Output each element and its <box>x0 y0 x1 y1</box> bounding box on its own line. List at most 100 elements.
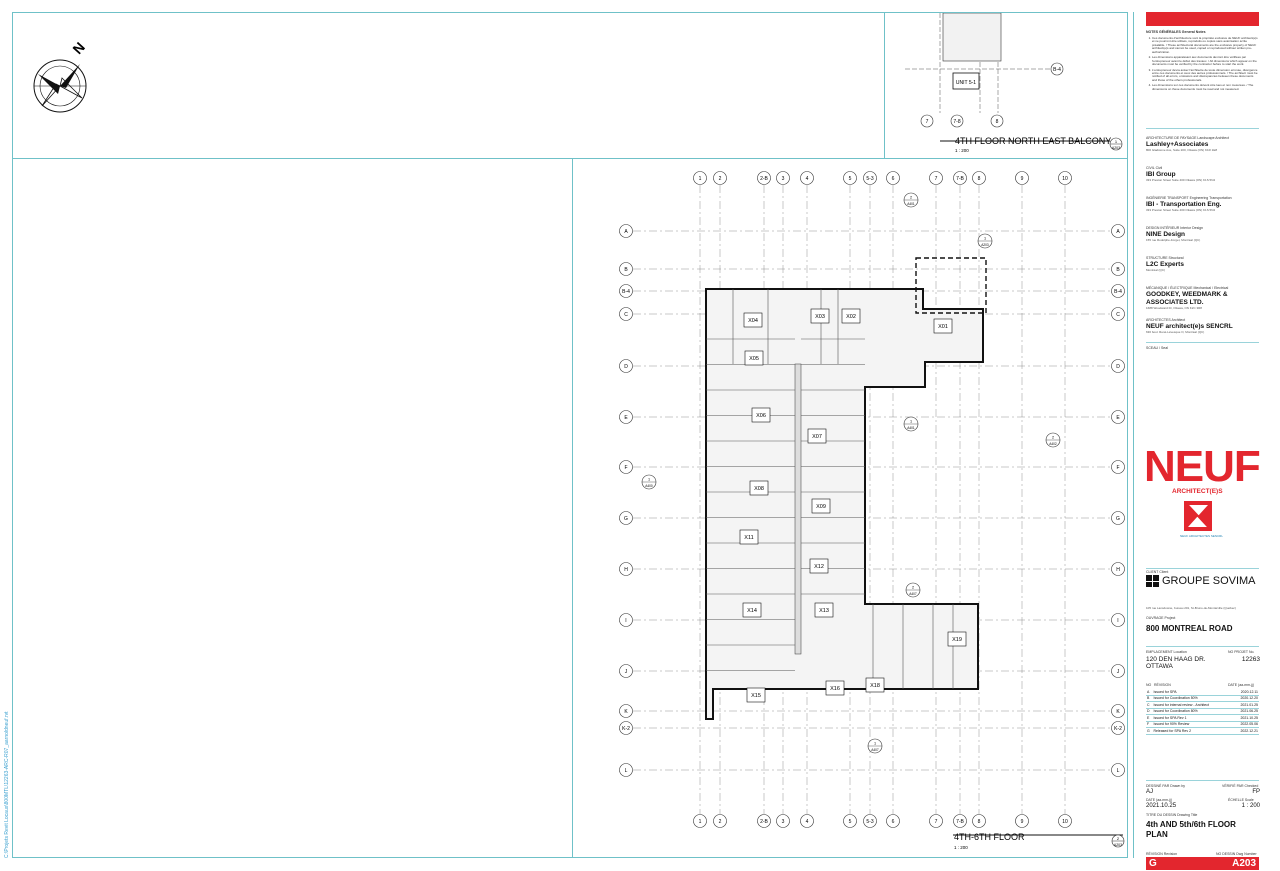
grid-bubble: 5 <box>843 814 857 828</box>
svg-text:10: 10 <box>1062 176 1068 182</box>
grid-bubble: G <box>619 511 633 525</box>
svg-text:G: G <box>624 516 628 522</box>
svg-text:7-B: 7-B <box>956 176 964 182</box>
svg-text:3: 3 <box>782 176 785 182</box>
svg-text:X03: X03 <box>815 314 825 320</box>
svg-text:6: 6 <box>892 819 895 825</box>
svg-text:7-B: 7-B <box>956 819 964 825</box>
project-name: 800 MONTREAL ROAD <box>1146 624 1233 633</box>
consultant-name: IBI - Transportation Eng. <box>1146 201 1222 208</box>
revision-letter: G <box>1149 858 1157 869</box>
svg-text:1: 1 <box>1115 139 1118 144</box>
grid-bubble: 7 <box>920 114 934 128</box>
grid-bubble: A <box>619 224 633 238</box>
grid-bubble: 1 <box>693 171 707 185</box>
svg-text:10: 10 <box>1062 819 1068 825</box>
unit-tag: X01 <box>933 318 953 334</box>
grid-bubble: 7-B <box>953 171 967 185</box>
svg-text:G: G <box>1116 516 1120 522</box>
grid-bubble: B-4 <box>619 284 633 298</box>
svg-text:X02: X02 <box>846 314 856 320</box>
sheet-number: A203 <box>1232 858 1256 869</box>
grid-bubble: 7 <box>929 171 943 185</box>
grid-bubble: 6 <box>886 171 900 185</box>
grid-bubble: 2 <box>713 814 727 828</box>
unit-label: UNIT 5-1 <box>956 80 976 86</box>
svg-text:2: 2 <box>1117 836 1120 841</box>
grid-bubble: E <box>1111 410 1125 424</box>
svg-text:H: H <box>1116 567 1120 573</box>
grid-bubble: L <box>1111 763 1125 777</box>
svg-text:K-2: K-2 <box>622 726 630 732</box>
svg-text:X13: X13 <box>819 608 829 614</box>
sheet-number-bar: G A203 <box>1146 857 1259 870</box>
svg-text:K-2: K-2 <box>1114 726 1122 732</box>
consultant-name: L2C Experts <box>1146 261 1184 268</box>
svg-text:4: 4 <box>806 176 809 182</box>
grid-bubble: G <box>1111 511 1125 525</box>
grid-bubble: F <box>619 460 633 474</box>
unit-tag: X16 <box>825 680 845 696</box>
svg-text:A203: A203 <box>981 243 989 247</box>
svg-text:E: E <box>624 415 628 421</box>
grid-bubble: H <box>1111 562 1125 576</box>
grid-bubble: 9 <box>1015 171 1029 185</box>
svg-text:1: 1 <box>910 420 912 424</box>
general-notes: NOTES GÉNÉRALES General Notes Ces docume… <box>1146 30 1259 93</box>
grid-bubble: 9 <box>1015 814 1029 828</box>
unit-tag: X05 <box>744 350 764 366</box>
svg-text:X15: X15 <box>751 693 761 699</box>
balcony-title: 4TH FLOOR NORTH EAST BALCONY <box>955 136 1111 146</box>
svg-text:8: 8 <box>996 119 999 125</box>
svg-text:1: 1 <box>648 478 650 482</box>
svg-text:8: 8 <box>978 819 981 825</box>
consultant-name: NEUF architect(e)s SENCRL <box>1146 323 1233 330</box>
svg-text:7: 7 <box>935 176 938 182</box>
sheet-frame <box>12 12 1128 858</box>
svg-text:7: 7 <box>935 819 938 825</box>
grid-bubble: 7 <box>929 814 943 828</box>
grid-bubble: I <box>619 613 633 627</box>
svg-text:1: 1 <box>699 176 702 182</box>
svg-text:X18: X18 <box>870 683 880 689</box>
grid-bubble: A <box>1111 224 1125 238</box>
svg-text:L: L <box>1117 768 1120 774</box>
svg-text:2: 2 <box>719 176 722 182</box>
grid-bubble: 7-B <box>953 814 967 828</box>
grid-bubble: 4 <box>800 814 814 828</box>
svg-text:D: D <box>1116 364 1120 370</box>
consultant-name: NINE Design <box>1146 231 1186 238</box>
svg-text:2: 2 <box>910 196 912 200</box>
grid-bubble: C <box>1111 307 1125 321</box>
svg-text:X16: X16 <box>830 686 840 692</box>
grid-bubble: 6 <box>886 814 900 828</box>
firm-logo: NEUF <box>1144 442 1261 491</box>
north-arrow-icon: N <box>33 39 88 113</box>
unit-tag: X07 <box>807 428 827 444</box>
svg-text:A401: A401 <box>907 426 915 430</box>
svg-text:B: B <box>1116 267 1120 273</box>
svg-text:A400: A400 <box>645 484 653 488</box>
svg-text:2: 2 <box>912 586 914 590</box>
grid-bubble: 5 <box>843 171 857 185</box>
unit-tag: X03 <box>810 308 830 324</box>
svg-text:E: E <box>1116 415 1120 421</box>
svg-text:K: K <box>1116 709 1120 715</box>
title-block-header-bar <box>1146 12 1259 26</box>
consultant-name: GOODKEY, WEEDMARK & ASSOCIATES LTD. <box>1146 291 1228 306</box>
svg-text:A: A <box>1116 229 1120 235</box>
svg-text:7: 7 <box>926 119 929 125</box>
svg-text:A402: A402 <box>1049 442 1057 446</box>
svg-text:3: 3 <box>782 819 785 825</box>
svg-text:9: 9 <box>1021 819 1024 825</box>
drawing-title: 4th AND 5th/6th FLOOR PLAN <box>1146 820 1236 839</box>
unit-tag: X02 <box>841 308 861 324</box>
